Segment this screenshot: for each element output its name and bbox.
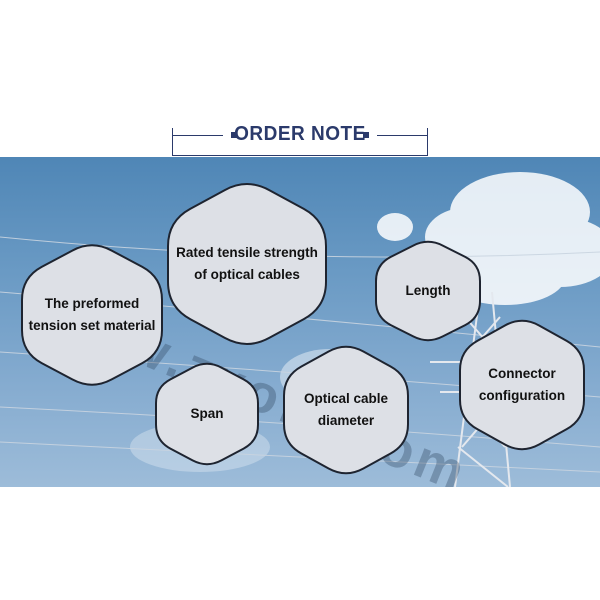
hexagon-outline [283, 345, 409, 475]
hex-label-diameter: Optical cable diameter [303, 391, 389, 428]
hexagon-shape [283, 345, 409, 475]
hex-label-connector: Connector configuration [478, 366, 566, 403]
order-note-frame [172, 128, 428, 156]
header-rule-right [377, 135, 427, 136]
hex-label-tensile: Rated tensile strength of optical cables [176, 245, 318, 282]
hex-label-length: Length [405, 283, 451, 298]
header-rule-left [173, 135, 223, 136]
hexagon-shape [167, 183, 327, 345]
hexagon-shape [459, 319, 585, 451]
hexagon-shape [155, 362, 259, 466]
hexagon-shape [375, 240, 481, 342]
hex-card-connector: Connector configuration [459, 316, 585, 454]
hex-card-diameter: Optical cable diameter [283, 342, 409, 478]
hex-card-span: Span [155, 360, 259, 468]
hexagon-outline [459, 319, 585, 451]
hexagon-outline [375, 240, 481, 342]
hex-label-span: Span [190, 406, 224, 421]
header-square-left [231, 132, 237, 138]
page-title: ORDER NOTE [234, 123, 366, 146]
header-square-right [363, 132, 369, 138]
hexagon-outline [21, 244, 163, 386]
hexagon-outline [155, 362, 259, 466]
hex-card-length: Length [375, 238, 481, 344]
hexagon-shape [21, 244, 163, 386]
hex-label-tension: The preformed tension set material [28, 296, 156, 333]
hex-card-tensile: Rated tensile strength of optical cables [167, 178, 327, 350]
hex-card-tension: The preformed tension set material [21, 240, 163, 390]
hexagon-outline [167, 183, 327, 345]
